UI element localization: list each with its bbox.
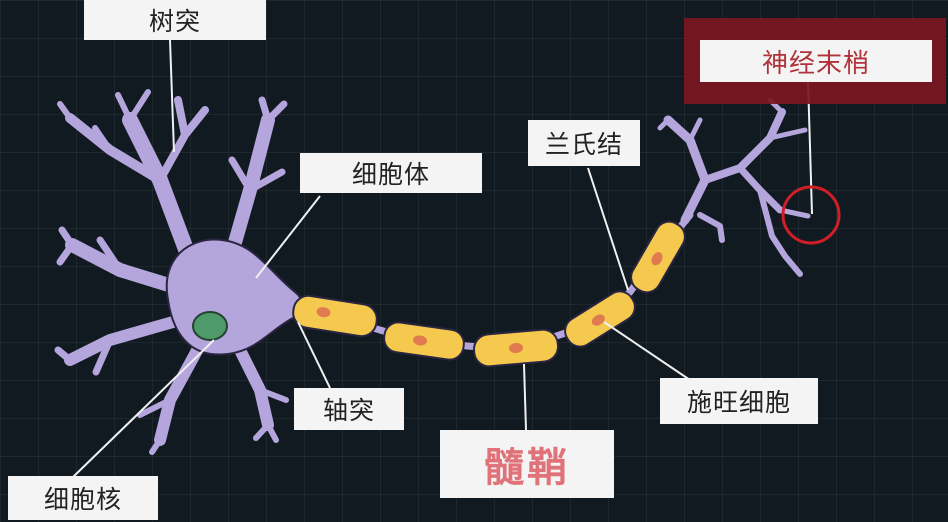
axon-terminal-branches — [660, 100, 808, 274]
leader-axon — [298, 322, 330, 388]
leader-cell-body — [256, 196, 320, 278]
schwann-cell — [626, 217, 690, 298]
label-axon-terminal: 神经末梢 — [700, 40, 932, 82]
leader-schwann — [604, 322, 690, 380]
neuron-cell — [58, 92, 303, 452]
label-node-of-ranvier: 兰氏结 — [528, 120, 640, 166]
label-schwann-cell: 施旺细胞 — [660, 378, 818, 424]
label-nucleus: 细胞核 — [8, 476, 158, 520]
cell-body-shape — [167, 240, 303, 355]
leader-nucleus — [72, 340, 214, 478]
schwann-cell — [473, 328, 559, 367]
leader-myelin — [524, 364, 526, 430]
cell-nucleus — [193, 312, 227, 340]
leader-node — [588, 168, 628, 290]
schwann-cell — [291, 294, 379, 339]
label-myelin: 髓鞘 — [440, 430, 614, 498]
label-cell-body: 细胞体 — [300, 153, 482, 193]
label-dendrite: 树突 — [84, 0, 266, 40]
leader-dendrite — [170, 40, 174, 152]
schwann-cell — [382, 321, 465, 362]
label-axon: 轴突 — [294, 388, 404, 430]
schwann-cell — [560, 286, 640, 352]
